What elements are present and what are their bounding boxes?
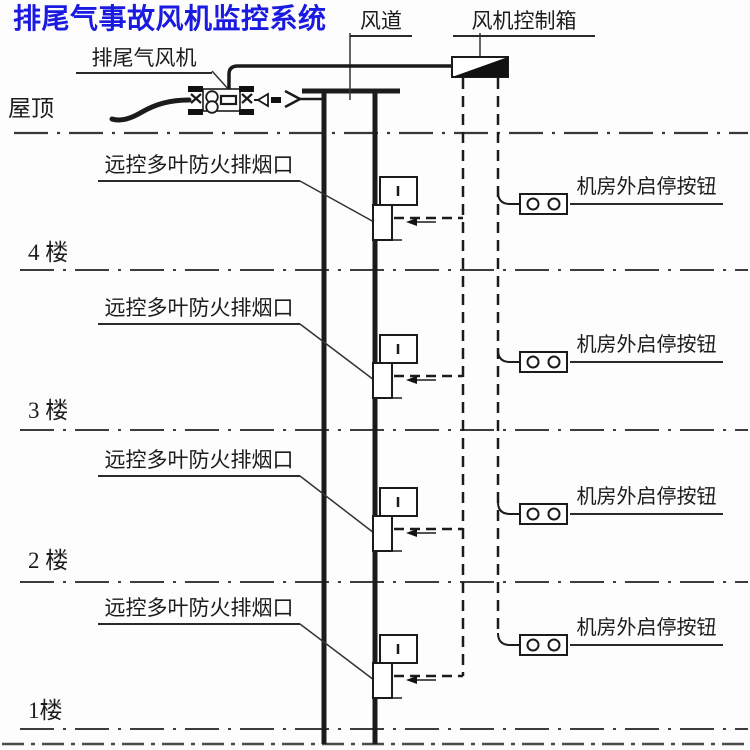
button-label-4f: 机房外启停按钮 (570, 176, 723, 205)
button-label-3f: 机房外启停按钮 (570, 334, 723, 363)
vent-label-3f: 远控多叶防火排烟口 (98, 296, 300, 326)
exhaust-bend (109, 97, 192, 123)
vent-label-1f: 远控多叶防火排烟口 (98, 596, 300, 626)
start-stop-button-icon (497, 632, 568, 656)
button-label-1f: 机房外启停按钮 (570, 617, 723, 646)
start-stop-button-icon (497, 191, 568, 215)
vent-label-4f: 远控多叶防火排烟口 (98, 153, 300, 183)
check-valve-icon (254, 89, 322, 109)
page-title: 排尾气事故风机监控系统 (13, 3, 327, 34)
floor-label-1: 1楼 (28, 698, 63, 723)
duct-shaft (302, 88, 400, 744)
smoke-vent-icon (299, 323, 463, 399)
vent-label-2f: 远控多叶防火排烟口 (98, 448, 300, 478)
button-label-2f: 机房外启停按钮 (570, 486, 723, 515)
smoke-vent-icon (299, 475, 463, 552)
exhaust-fan-icon (109, 86, 254, 123)
fan-to-control-box-line (227, 64, 452, 93)
roof-label: 屋顶 (8, 96, 54, 121)
smoke-vent-icon (299, 176, 463, 241)
start-stop-button-icon (497, 501, 568, 525)
smoke-vent-icon (299, 623, 463, 699)
start-stop-button-icon (497, 349, 568, 373)
floor-label-3: 3 楼 (28, 398, 69, 423)
fan-control-box-icon (451, 56, 509, 78)
flexible-joint-icon (239, 86, 254, 115)
flexible-joint-icon (188, 86, 203, 115)
duct-label: 风道 (350, 9, 412, 38)
control-box-label: 风机控制箱 (453, 9, 595, 38)
floor-label-4: 4 楼 (28, 240, 69, 265)
fan-label: 排尾气风机 (76, 46, 212, 75)
fan-leader-line (211, 70, 231, 92)
floor-label-2: 2 楼 (28, 548, 69, 573)
